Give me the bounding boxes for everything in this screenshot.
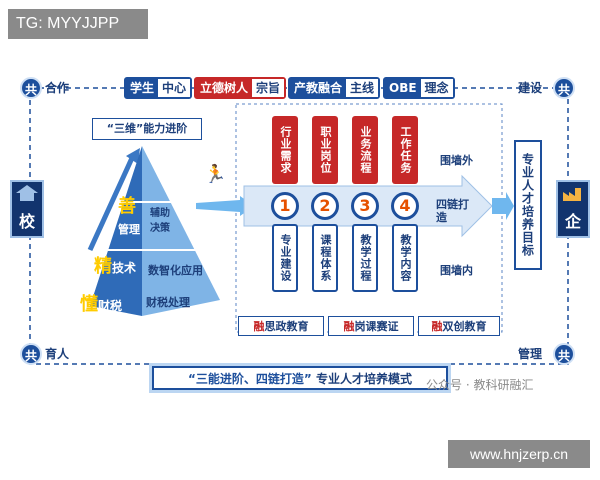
tag-innovation-edu: 融双创教育	[418, 316, 500, 336]
mode-title-banner: “三能进阶、四链打造” 专业人才培养模式	[152, 366, 448, 390]
tag-ideology-edu-r: 融	[253, 320, 265, 333]
school-icon	[16, 185, 38, 201]
level3-side: 财税处理	[146, 296, 190, 309]
wall-inside-label: 围墙内	[440, 264, 473, 277]
item-business-process: 业务流程	[352, 116, 378, 184]
tag-obe-b: 理念	[420, 79, 453, 97]
wechat-watermark: 公众号 · 教科研融汇	[426, 378, 534, 392]
corner-bottom-right-label: 管理	[518, 347, 543, 361]
wall-outside-label: 围墙外	[440, 154, 473, 167]
tag-post-course-t: 岗课赛证	[354, 320, 399, 333]
pyramid-level-3: 懂财税	[80, 290, 122, 316]
level2-big: 精	[94, 256, 112, 277]
item-work-task: 工作任务	[392, 116, 418, 184]
mode-title-highlight: “三能进阶、四链打造”	[188, 371, 312, 386]
talent-target-box: 专业人才培养目标	[514, 140, 542, 270]
item-teaching-content: 教学内容	[392, 224, 418, 292]
item-industry-demand: 行业需求	[272, 116, 298, 184]
tag-student: 学生 中心	[124, 77, 193, 99]
corner-bottom-left-label: 育人	[45, 347, 70, 361]
tag-post-course-r: 融	[343, 320, 355, 333]
tag-chanjiao: 产教融合 主线	[288, 77, 381, 99]
school-label: 校	[18, 212, 35, 231]
number-3: 3	[351, 192, 379, 220]
level1-small: 管理	[118, 223, 140, 236]
corner-bottom-right-circle: 共	[553, 343, 575, 365]
pyramid-level-1: 善 管理	[118, 192, 140, 237]
tag-lide-b: 宗旨	[252, 79, 285, 97]
school-box: 校	[10, 180, 44, 238]
item-career-position: 职业岗位	[312, 116, 338, 184]
tag-post-course: 融岗课赛证	[328, 316, 414, 336]
number-1: 1	[271, 192, 299, 220]
tag-lide: 立德树人 宗旨	[194, 77, 287, 99]
level1-side: 辅助决策	[150, 208, 170, 234]
pyramid-title: “三维”能力进阶	[92, 118, 202, 140]
level3-big: 懂	[80, 294, 98, 315]
corner-top-right-label: 建设	[518, 81, 543, 95]
pyramid-graphic	[87, 146, 220, 316]
tag-innovation-edu-r: 融	[431, 320, 443, 333]
tag-lide-a: 立德树人	[196, 79, 253, 97]
pyramid-level-2: 精技术	[94, 252, 136, 278]
tag-ideology-edu-t: 思政教育	[264, 320, 309, 333]
enterprise-label: 企	[564, 212, 581, 231]
tag-student-b: 中心	[158, 79, 191, 97]
item-course-system: 课程体系	[312, 224, 338, 292]
item-teaching-process: 教学过程	[352, 224, 378, 292]
tag-student-a: 学生	[126, 79, 159, 97]
corner-bottom-left-circle: 共	[20, 343, 42, 365]
site-watermark: www.hnjzerp.cn	[448, 440, 590, 468]
number-4: 4	[391, 192, 419, 220]
number-2: 2	[311, 192, 339, 220]
factory-icon	[563, 188, 581, 201]
running-person-icon: 🏃	[204, 164, 227, 185]
tag-obe-a: OBE	[385, 79, 421, 97]
mode-title-rest: 专业人才培养模式	[315, 371, 412, 386]
tag-ideology-edu: 融思政教育	[238, 316, 324, 336]
enterprise-box: 企	[556, 180, 590, 238]
level2-small: 技术	[112, 261, 137, 275]
level3-small: 财税	[98, 299, 123, 313]
tag-chanjiao-a: 产教融合	[290, 79, 347, 97]
tag-chanjiao-b: 主线	[346, 79, 379, 97]
item-major-construction: 专业建设	[272, 224, 298, 292]
tag-innovation-edu-t: 双创教育	[442, 320, 487, 333]
tg-overlay: TG: MYYJJPP	[8, 9, 148, 39]
corner-top-right-circle: 共	[553, 77, 575, 99]
tag-obe: OBE 理念	[383, 77, 455, 99]
corner-top-left-label: 合作	[45, 81, 70, 95]
level1-big: 善	[118, 196, 136, 217]
corner-top-left-circle: 共	[20, 77, 42, 99]
chain-arrow-label: 四链打造	[436, 198, 469, 224]
level2-side: 数智化应用	[148, 264, 203, 277]
